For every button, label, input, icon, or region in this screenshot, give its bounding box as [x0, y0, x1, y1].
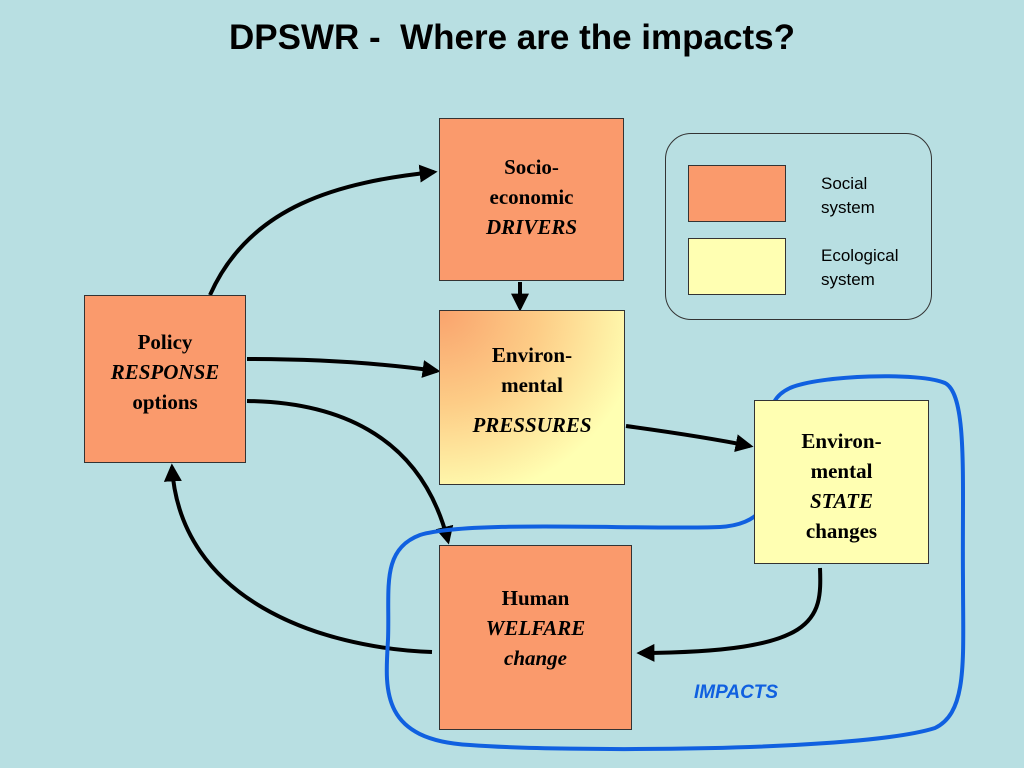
welfare-line2: WELFARE: [485, 616, 586, 640]
arrow-response-to-drivers: [208, 164, 438, 296]
state-line1: Environ-: [801, 429, 882, 453]
state-line2: mental: [810, 459, 873, 483]
legend-ecological-label-line1: Ecological: [821, 246, 899, 265]
drivers-line1: Socio-: [504, 155, 559, 179]
legend-social-label-line2: system: [821, 198, 875, 217]
response-line3: options: [132, 390, 198, 414]
response-box: Policy RESPONSE options: [84, 295, 246, 463]
legend-ecological-label: Ecological system: [821, 244, 899, 292]
legend-ecological-label-line2: system: [821, 270, 875, 289]
drivers-line2: economic: [489, 185, 574, 209]
response-line2: RESPONSE: [110, 360, 220, 384]
legend-social-swatch: [688, 165, 786, 222]
slide-title: DPSWR - Where are the impacts?: [229, 18, 795, 57]
drivers-line3: DRIVERS: [485, 215, 578, 239]
arrow-response-to-pressures: [246, 357, 441, 378]
drivers-box: Socio- economic DRIVERS: [439, 118, 624, 281]
pressures-line3: PRESSURES: [472, 413, 592, 437]
arrow-response-to-welfare: [246, 399, 454, 545]
legend-ecological-swatch: [688, 238, 786, 295]
legend-social-label: Social system: [821, 172, 875, 220]
pressures-line1: Environ-: [491, 343, 573, 367]
welfare-line1: Human: [501, 586, 570, 610]
arrow-pressures-to-state: [625, 424, 754, 453]
impacts-outline: [384, 374, 966, 752]
legend-social-label-line1: Social: [821, 174, 868, 193]
arrow-state-to-welfare: [636, 567, 823, 662]
state-line4: changes: [805, 519, 878, 543]
response-line1: Policy: [137, 330, 193, 354]
legend: Social system Ecological system: [665, 133, 932, 320]
state-box: Environ- mental STATE changes: [754, 400, 929, 564]
welfare-box: Human WELFARE change: [439, 545, 632, 730]
pressures-box: Environ- mental PRESSURES: [439, 310, 625, 485]
state-line3: STATE: [809, 489, 874, 513]
impacts-label: IMPACTS: [694, 682, 779, 703]
pressures-line2: mental: [501, 373, 563, 397]
welfare-line3: change: [504, 646, 567, 670]
